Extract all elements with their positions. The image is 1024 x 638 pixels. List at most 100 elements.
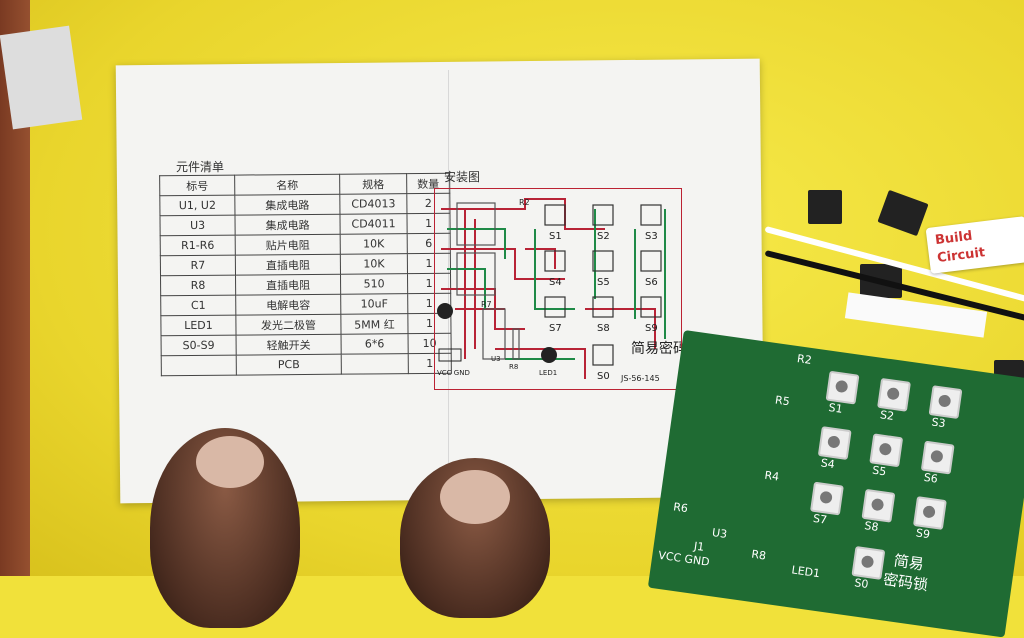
parts-table-cell: 电解电容	[235, 294, 341, 316]
assembly-switch	[544, 250, 566, 272]
pcb-switch	[877, 377, 911, 412]
label-u3: U3	[491, 355, 501, 363]
pcb-label-led1: LED1	[790, 563, 821, 581]
pcb-switch	[851, 545, 886, 580]
right-thumbnail	[440, 470, 510, 524]
label-led1: LED1	[539, 369, 557, 377]
assembly-switch-label: S5	[597, 277, 610, 288]
header-cell: 名称	[234, 174, 340, 196]
assembly-switch	[640, 204, 662, 226]
pcb-label-j1: J1	[693, 539, 706, 554]
pcb-switch-label: S5	[871, 463, 888, 479]
label-r7: R7	[481, 300, 492, 309]
pcb-switch	[825, 370, 860, 405]
parts-table-cell: 直插电阻	[235, 274, 341, 296]
assembly-switch	[592, 204, 614, 226]
pcb-label-r2: R2	[796, 352, 813, 367]
pcb-switch-label: S3	[930, 415, 947, 431]
pcb-switch	[817, 426, 852, 461]
parts-table-cell: 直插电阻	[235, 254, 341, 276]
pcb-label-r4: R4	[763, 468, 781, 484]
parts-table-cell: U3	[159, 215, 236, 236]
pcb-switch-label: S2	[879, 408, 895, 424]
parts-table-cell: C1	[160, 295, 236, 316]
pcb-switch-label: S8	[863, 519, 880, 534]
parts-table-cell: R7	[160, 255, 236, 276]
assembly-switch-label: S6	[645, 277, 658, 288]
parts-table-cell: 发光二极管	[235, 314, 342, 336]
parts-table-cell: 10uF	[340, 293, 408, 315]
parts-table-cell: 10K	[340, 233, 408, 255]
assembly-switch-label: S9	[645, 323, 658, 334]
parts-table-cell: 集成电路	[234, 194, 340, 216]
assembly-title: 安装图	[444, 170, 481, 184]
pcb-switch-label: S6	[922, 470, 939, 486]
pcb-switch	[809, 481, 844, 516]
assembly-switch	[640, 250, 662, 272]
pcb-switch	[928, 385, 963, 420]
parts-table-cell	[161, 355, 237, 376]
tape-strip	[0, 25, 83, 130]
assembly-switch-label: S1	[549, 231, 562, 242]
assembly-switch-label: S8	[597, 323, 610, 334]
green-pcb: R2 R5 R4 R6 U3 J1 R8 LED1 VCC GND 简易 密码锁…	[647, 330, 1024, 638]
parts-table-cell: R1-R6	[160, 235, 236, 256]
header-cell: 标号	[159, 175, 235, 196]
parts-table-cell	[341, 353, 409, 375]
parts-table-cell: 轻触开关	[236, 334, 342, 356]
header-cell: 规格	[339, 173, 407, 195]
parts-table-cell: S0-S9	[161, 335, 237, 356]
assembly-switch	[544, 204, 566, 226]
badge-line2: Circuit	[936, 245, 986, 266]
assembly-switch-label: S0	[597, 371, 610, 382]
assembly-switch-label: S2	[597, 231, 610, 242]
parts-table-cell: CD4013	[339, 193, 407, 215]
parts-table-cell: 10K	[340, 253, 408, 275]
parts-table-cell: R8	[160, 275, 236, 296]
assembly-switch-label: S4	[549, 277, 562, 288]
parts-table-cell: 集成电路	[234, 214, 341, 236]
parts-table-cell: U1, U2	[159, 195, 235, 216]
pcb-switch-label: S9	[915, 526, 931, 542]
assembly-switch	[592, 344, 614, 366]
parts-table-cell: CD4011	[339, 213, 408, 235]
parts-table-cell: 贴片电阻	[235, 234, 341, 256]
parts-table-cell: 5MM 红	[340, 313, 409, 335]
left-thumbnail	[196, 436, 264, 488]
pcb-switch-label: S0	[853, 576, 870, 592]
parts-table-cell: 6*6	[341, 333, 409, 355]
pcb-switch	[920, 440, 955, 475]
tactile-switch	[808, 190, 842, 224]
pcb-label-r5: R5	[774, 393, 791, 409]
parts-table-cell: 510	[340, 273, 408, 295]
assembly-switch-label: S7	[549, 323, 562, 334]
parts-table-header: 标号 名称 规格 数量	[159, 173, 450, 196]
pcb-switch-label: S7	[812, 511, 828, 527]
sheet-fold-line	[448, 70, 449, 490]
pcb-switch-label: S1	[827, 400, 844, 416]
badge-line1: Build	[934, 228, 974, 249]
pcb-switch-label: S4	[819, 456, 836, 472]
pcb-switch	[861, 488, 896, 523]
pcb-label-r8: R8	[750, 547, 767, 563]
assembly-switch	[544, 296, 566, 318]
label-r2: R2	[519, 198, 530, 207]
pcb-label-u3: U3	[711, 525, 728, 541]
pcb-label-r6: R6	[672, 500, 689, 516]
assembly-switch	[592, 296, 614, 318]
parts-table-cell: PCB	[236, 354, 342, 376]
pcb-switch	[869, 433, 904, 468]
pcb-switch	[912, 496, 947, 530]
assembly-switch	[592, 250, 614, 272]
